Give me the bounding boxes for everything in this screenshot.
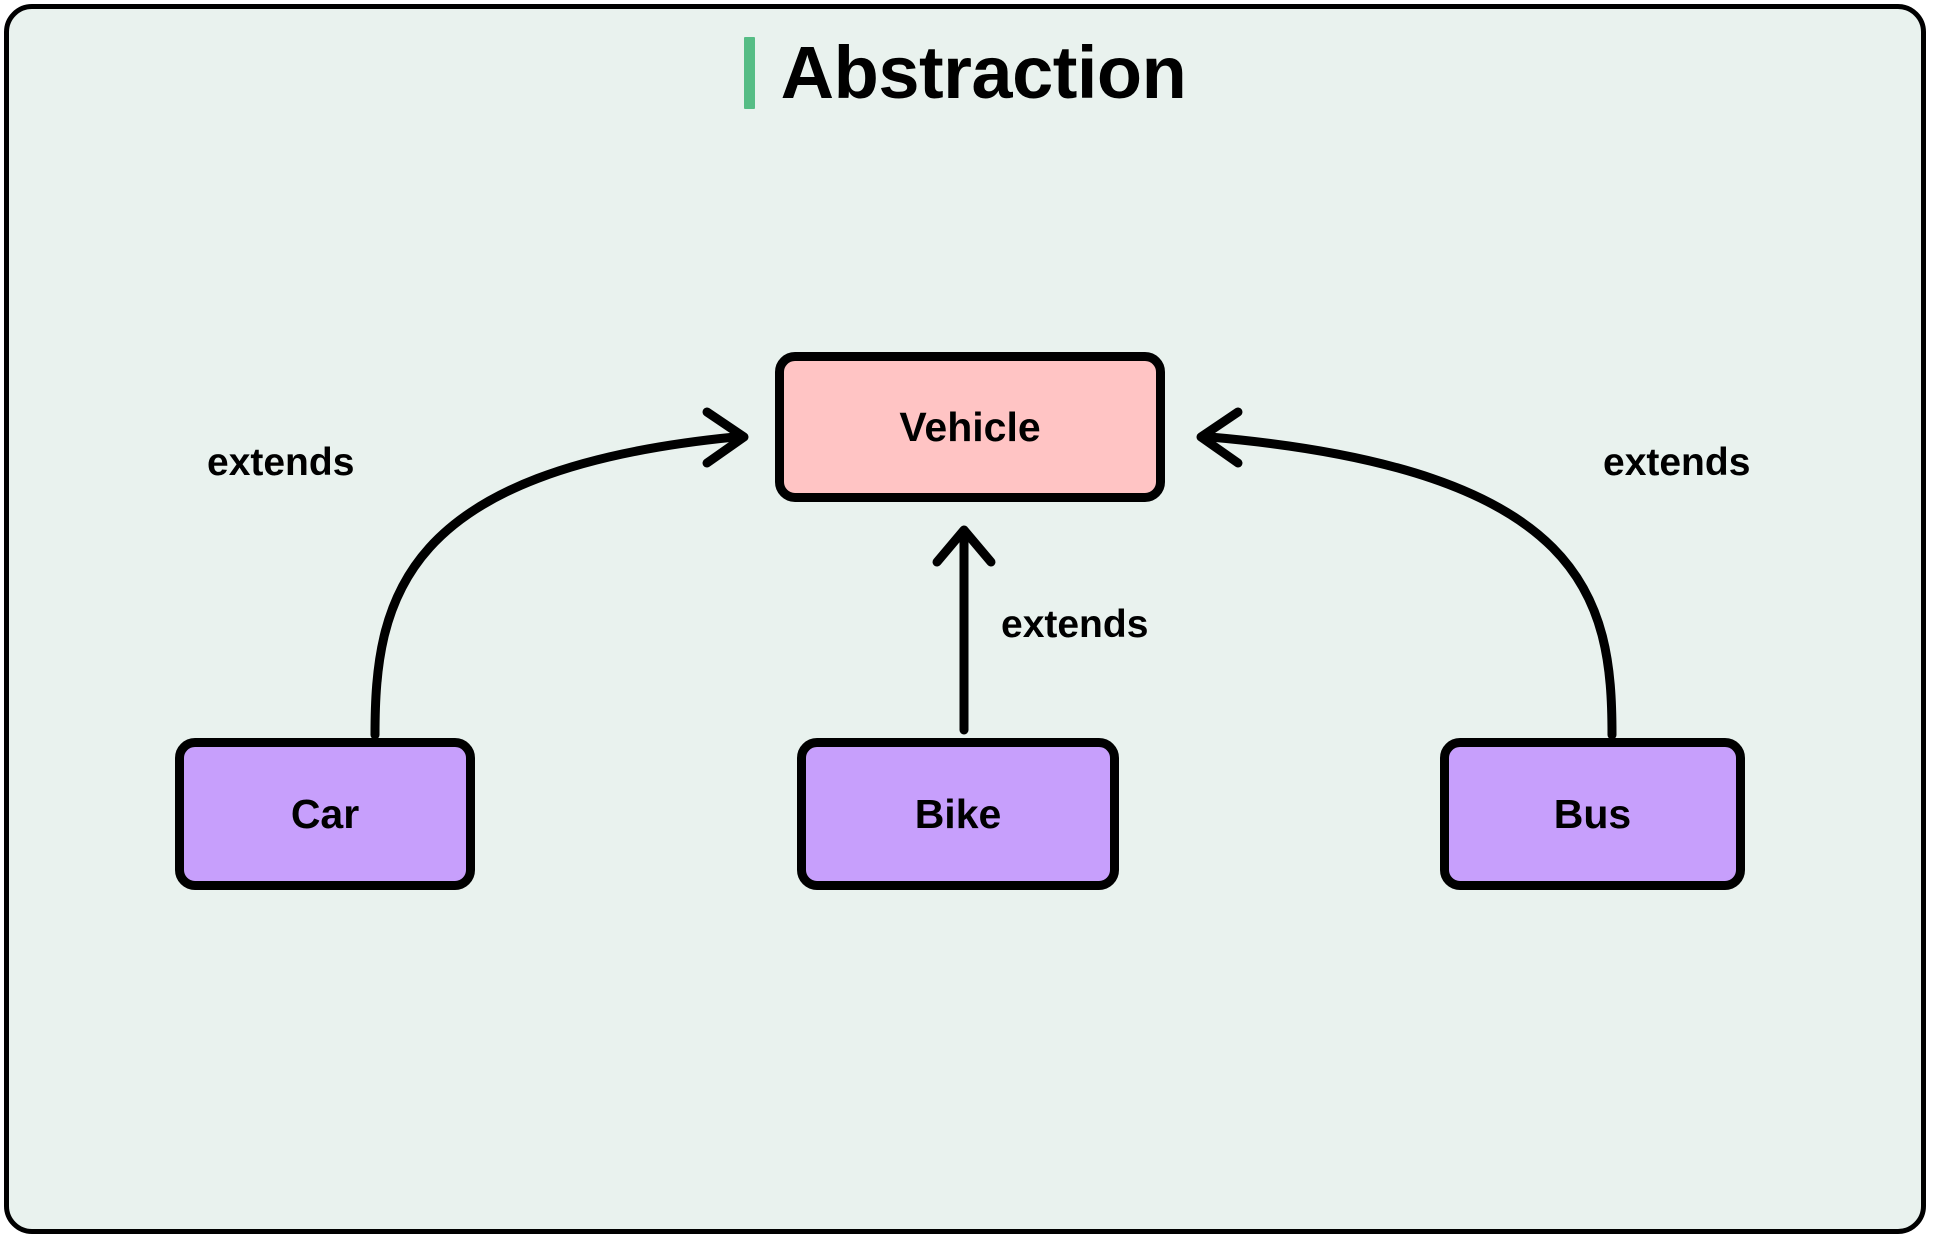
- node-bus[interactable]: Bus: [1440, 738, 1745, 890]
- node-vehicle-label: Vehicle: [899, 403, 1041, 450]
- node-bike-label: Bike: [914, 790, 1002, 837]
- edge-label-bus-extends: extends: [1603, 441, 1751, 484]
- title-accent-bar: [743, 37, 755, 109]
- edge-label-car-extends: extends: [207, 441, 355, 484]
- node-vehicle[interactable]: Vehicle: [775, 352, 1165, 502]
- node-car-label: Car: [290, 790, 360, 837]
- edge-label-bike-extends: extends: [1001, 603, 1149, 646]
- page-title: Abstraction: [0, 36, 1930, 110]
- title-text: Abstraction: [780, 31, 1187, 114]
- node-car[interactable]: Car: [175, 738, 475, 890]
- node-bike[interactable]: Bike: [797, 738, 1119, 890]
- diagram-panel: [4, 4, 1926, 1234]
- node-bus-label: Bus: [1553, 790, 1632, 837]
